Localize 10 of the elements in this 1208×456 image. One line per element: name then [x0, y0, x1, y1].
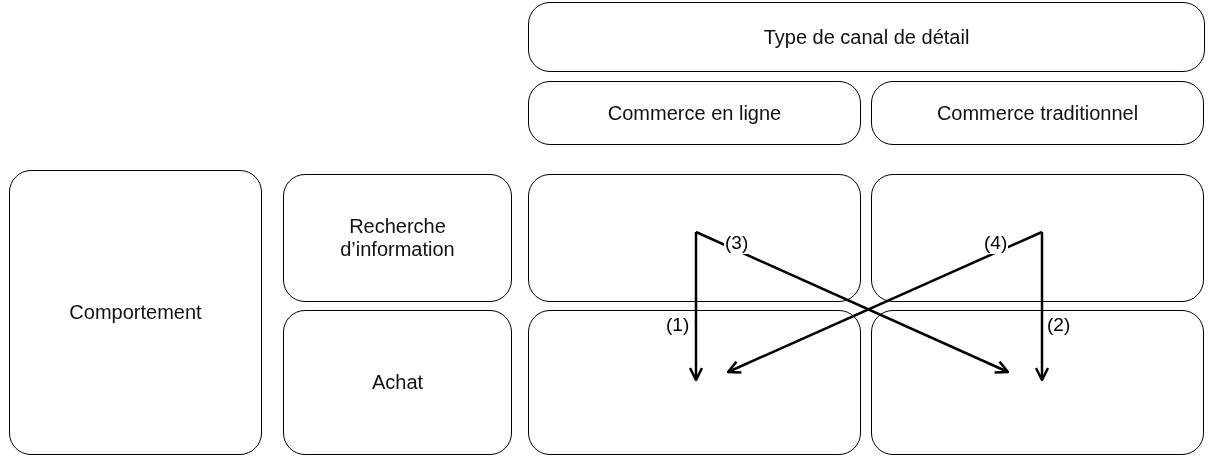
arrow [695, 230, 1010, 374]
header-box: Recherche d’information [283, 174, 512, 302]
header-box: Achat [283, 310, 512, 455]
header-box: Commerce traditionnel [871, 81, 1204, 145]
arrow [1034, 232, 1050, 382]
arrow [688, 232, 704, 382]
arrow [726, 230, 1043, 374]
header-box: Commerce en ligne [528, 81, 861, 145]
header-box: Type de canal de détail [528, 2, 1205, 72]
header-box: Comportement [9, 170, 262, 455]
